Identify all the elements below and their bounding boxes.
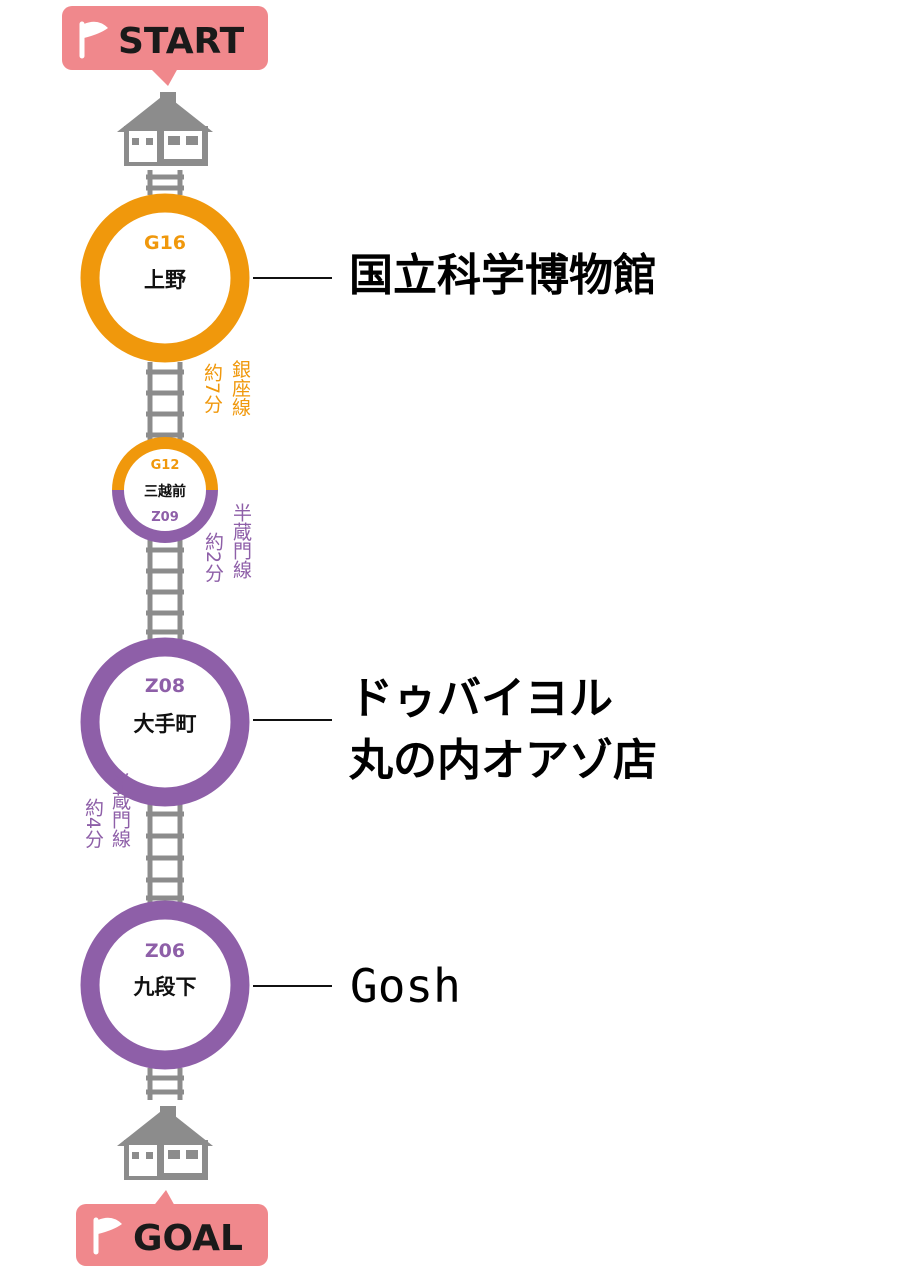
leg-label-2: 半蔵門線 約2分 bbox=[202, 503, 252, 582]
start-label: START bbox=[118, 21, 245, 62]
leg-line: 半蔵門線 bbox=[109, 772, 131, 848]
station-ring bbox=[80, 193, 250, 363]
station-code: Z08 bbox=[145, 675, 185, 697]
station-otemachi: Z08 大手町 bbox=[80, 637, 250, 807]
house-icon bbox=[117, 92, 213, 166]
goal-flag: GOAL bbox=[76, 1190, 268, 1266]
goal-label: GOAL bbox=[133, 1218, 243, 1259]
start-flag: START bbox=[62, 6, 268, 86]
station-name: 九段下 bbox=[133, 975, 197, 999]
station-code: Z06 bbox=[145, 940, 185, 962]
destination-dubail: ドゥバイヨル 丸の内オアゾ店 bbox=[349, 668, 657, 792]
station-name: 上野 bbox=[144, 268, 186, 292]
destination-line: 丸の内オアゾ店 bbox=[349, 735, 657, 786]
leg-time: 約4分 bbox=[82, 798, 104, 848]
flag-icon bbox=[79, 21, 108, 59]
station-name: 大手町 bbox=[134, 712, 197, 736]
flag-icon bbox=[93, 1217, 122, 1255]
track-segment bbox=[146, 540, 184, 640]
leg-line: 銀座線 bbox=[229, 359, 251, 416]
destination-line: Gosh bbox=[350, 959, 461, 1013]
house-icon bbox=[117, 1106, 213, 1180]
leg-label-1: 銀座線 約7分 bbox=[201, 359, 251, 416]
leg-time: 約2分 bbox=[202, 532, 224, 582]
station-code-bottom: Z09 bbox=[151, 510, 179, 525]
leg-line: 半蔵門線 bbox=[230, 503, 252, 579]
station-name: 三越前 bbox=[144, 483, 186, 500]
leg-label-3: 半蔵門線 約4分 bbox=[82, 772, 131, 848]
station-ring bbox=[80, 900, 250, 1070]
destination-gosh: Gosh bbox=[350, 958, 461, 1014]
destination-line: ドゥバイヨル bbox=[349, 673, 613, 724]
station-ueno: G16 上野 bbox=[80, 193, 250, 363]
track-segment bbox=[146, 362, 184, 444]
station-ring-ginza bbox=[112, 437, 218, 491]
destination-line: 国立科学博物館 bbox=[349, 250, 657, 301]
track-segment bbox=[146, 170, 184, 195]
destination-science-museum: 国立科学博物館 bbox=[349, 248, 657, 304]
leg-time: 約7分 bbox=[201, 363, 223, 413]
station-ring bbox=[80, 637, 250, 807]
station-mitsukoshimae: G12 三越前 Z09 bbox=[112, 437, 218, 543]
station-code: G16 bbox=[144, 232, 186, 254]
station-ring-hanzomon bbox=[112, 489, 218, 543]
station-code-top: G12 bbox=[151, 458, 180, 473]
track-segment bbox=[146, 1068, 184, 1100]
track-segment bbox=[146, 804, 184, 905]
station-kudanshita: Z06 九段下 bbox=[80, 900, 250, 1070]
